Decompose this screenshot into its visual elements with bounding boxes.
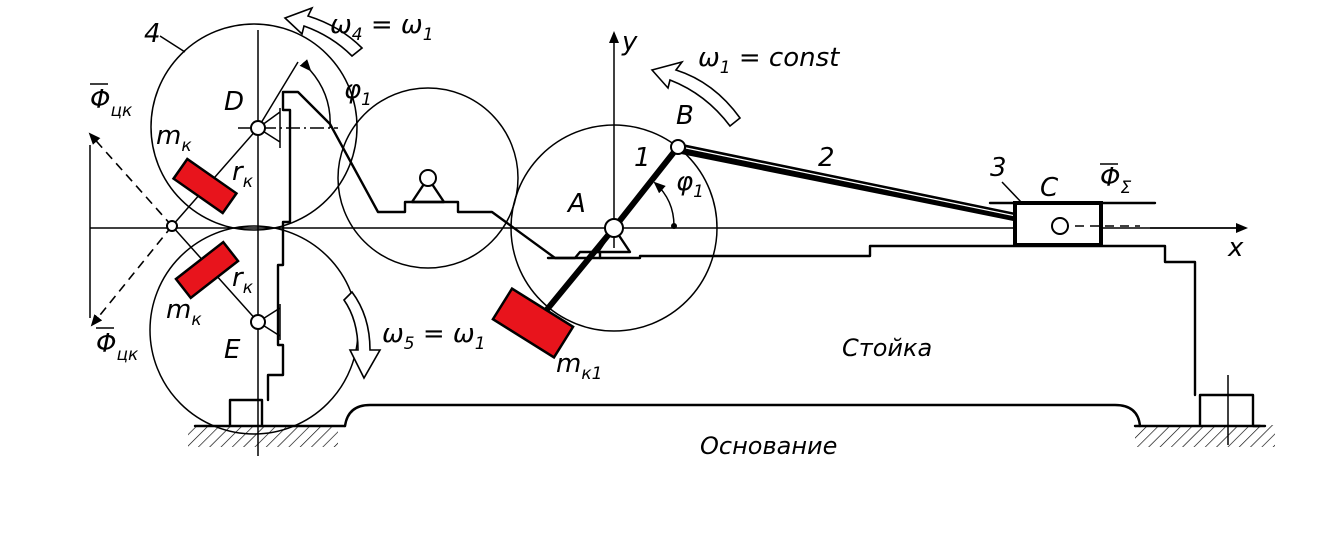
label-rk-bot: rк <box>232 263 254 298</box>
joint-C <box>1051 217 1069 235</box>
label-link-2: 2 <box>818 143 835 173</box>
label-E: E <box>224 335 241 365</box>
label-link-3: 3 <box>990 153 1007 183</box>
slider-leader-3 <box>1001 181 1023 204</box>
label-A: A <box>566 189 586 219</box>
label-rk-top: rк <box>232 157 254 192</box>
idler-joint <box>419 169 437 187</box>
joint-B <box>670 139 686 155</box>
label-omega5: ω5 = ω1 <box>382 319 486 354</box>
idler-support <box>410 176 446 204</box>
wheel-4-outline <box>150 23 358 231</box>
stand-top-step <box>546 250 602 260</box>
coupler-link-2-inner <box>685 147 1051 224</box>
ground-hatch-right <box>1135 425 1275 447</box>
label-wheel-4: 4 <box>144 19 161 49</box>
label-mk-top: mк <box>156 121 192 156</box>
base-plate <box>228 393 1262 428</box>
coupler-link-2 <box>676 143 1060 230</box>
crossing-point <box>166 220 178 232</box>
crank-link-1 <box>611 144 681 231</box>
label-y-axis: y <box>621 27 638 57</box>
mass-mk-bottom <box>174 240 240 300</box>
label-omega4: ω4 = ω1 <box>330 10 434 45</box>
label-B: B <box>676 101 694 131</box>
label-link-1: 1 <box>634 143 651 173</box>
omega1-arrow <box>650 60 742 128</box>
joint-D <box>250 120 266 136</box>
label-mk1: mк1 <box>556 349 602 384</box>
label-stand: Стойка <box>842 334 932 362</box>
label-base: Основание <box>700 432 837 460</box>
stand-outline <box>266 90 1197 402</box>
label-phi-A: φ1 <box>676 167 704 202</box>
label-phi-sigma: ΦΣ <box>1100 163 1131 198</box>
label-phi-ck-bot: Φцк <box>96 329 139 365</box>
label-phi-top: φ1 <box>344 75 372 110</box>
label-omega1: ω1 = const <box>698 43 840 78</box>
wheel-4-leader <box>159 35 186 53</box>
phi-ck-top-arrow <box>88 132 173 227</box>
wheel-5-outline <box>149 225 359 435</box>
label-x-axis: x <box>1227 233 1244 263</box>
label-D: D <box>224 87 244 117</box>
joint-E <box>250 314 266 330</box>
omega5-arrow <box>342 290 382 380</box>
phi-arc-A <box>653 181 675 227</box>
D-radius-line <box>257 61 299 129</box>
omega4-arrow <box>283 6 364 58</box>
joint-A <box>604 218 624 238</box>
ground-hatch-left <box>188 425 338 447</box>
phi-ck-bot-arrow <box>90 225 173 327</box>
label-phi-ck-top: Φцк <box>90 85 133 121</box>
mass-mk1 <box>491 286 575 360</box>
idler-wheel-outline <box>337 87 519 269</box>
label-C: C <box>1040 173 1059 203</box>
label-mk-bot: mк <box>166 295 202 330</box>
crank-extension <box>537 225 617 321</box>
mass-mk-top <box>171 157 239 215</box>
phi-arc-D <box>299 59 331 129</box>
